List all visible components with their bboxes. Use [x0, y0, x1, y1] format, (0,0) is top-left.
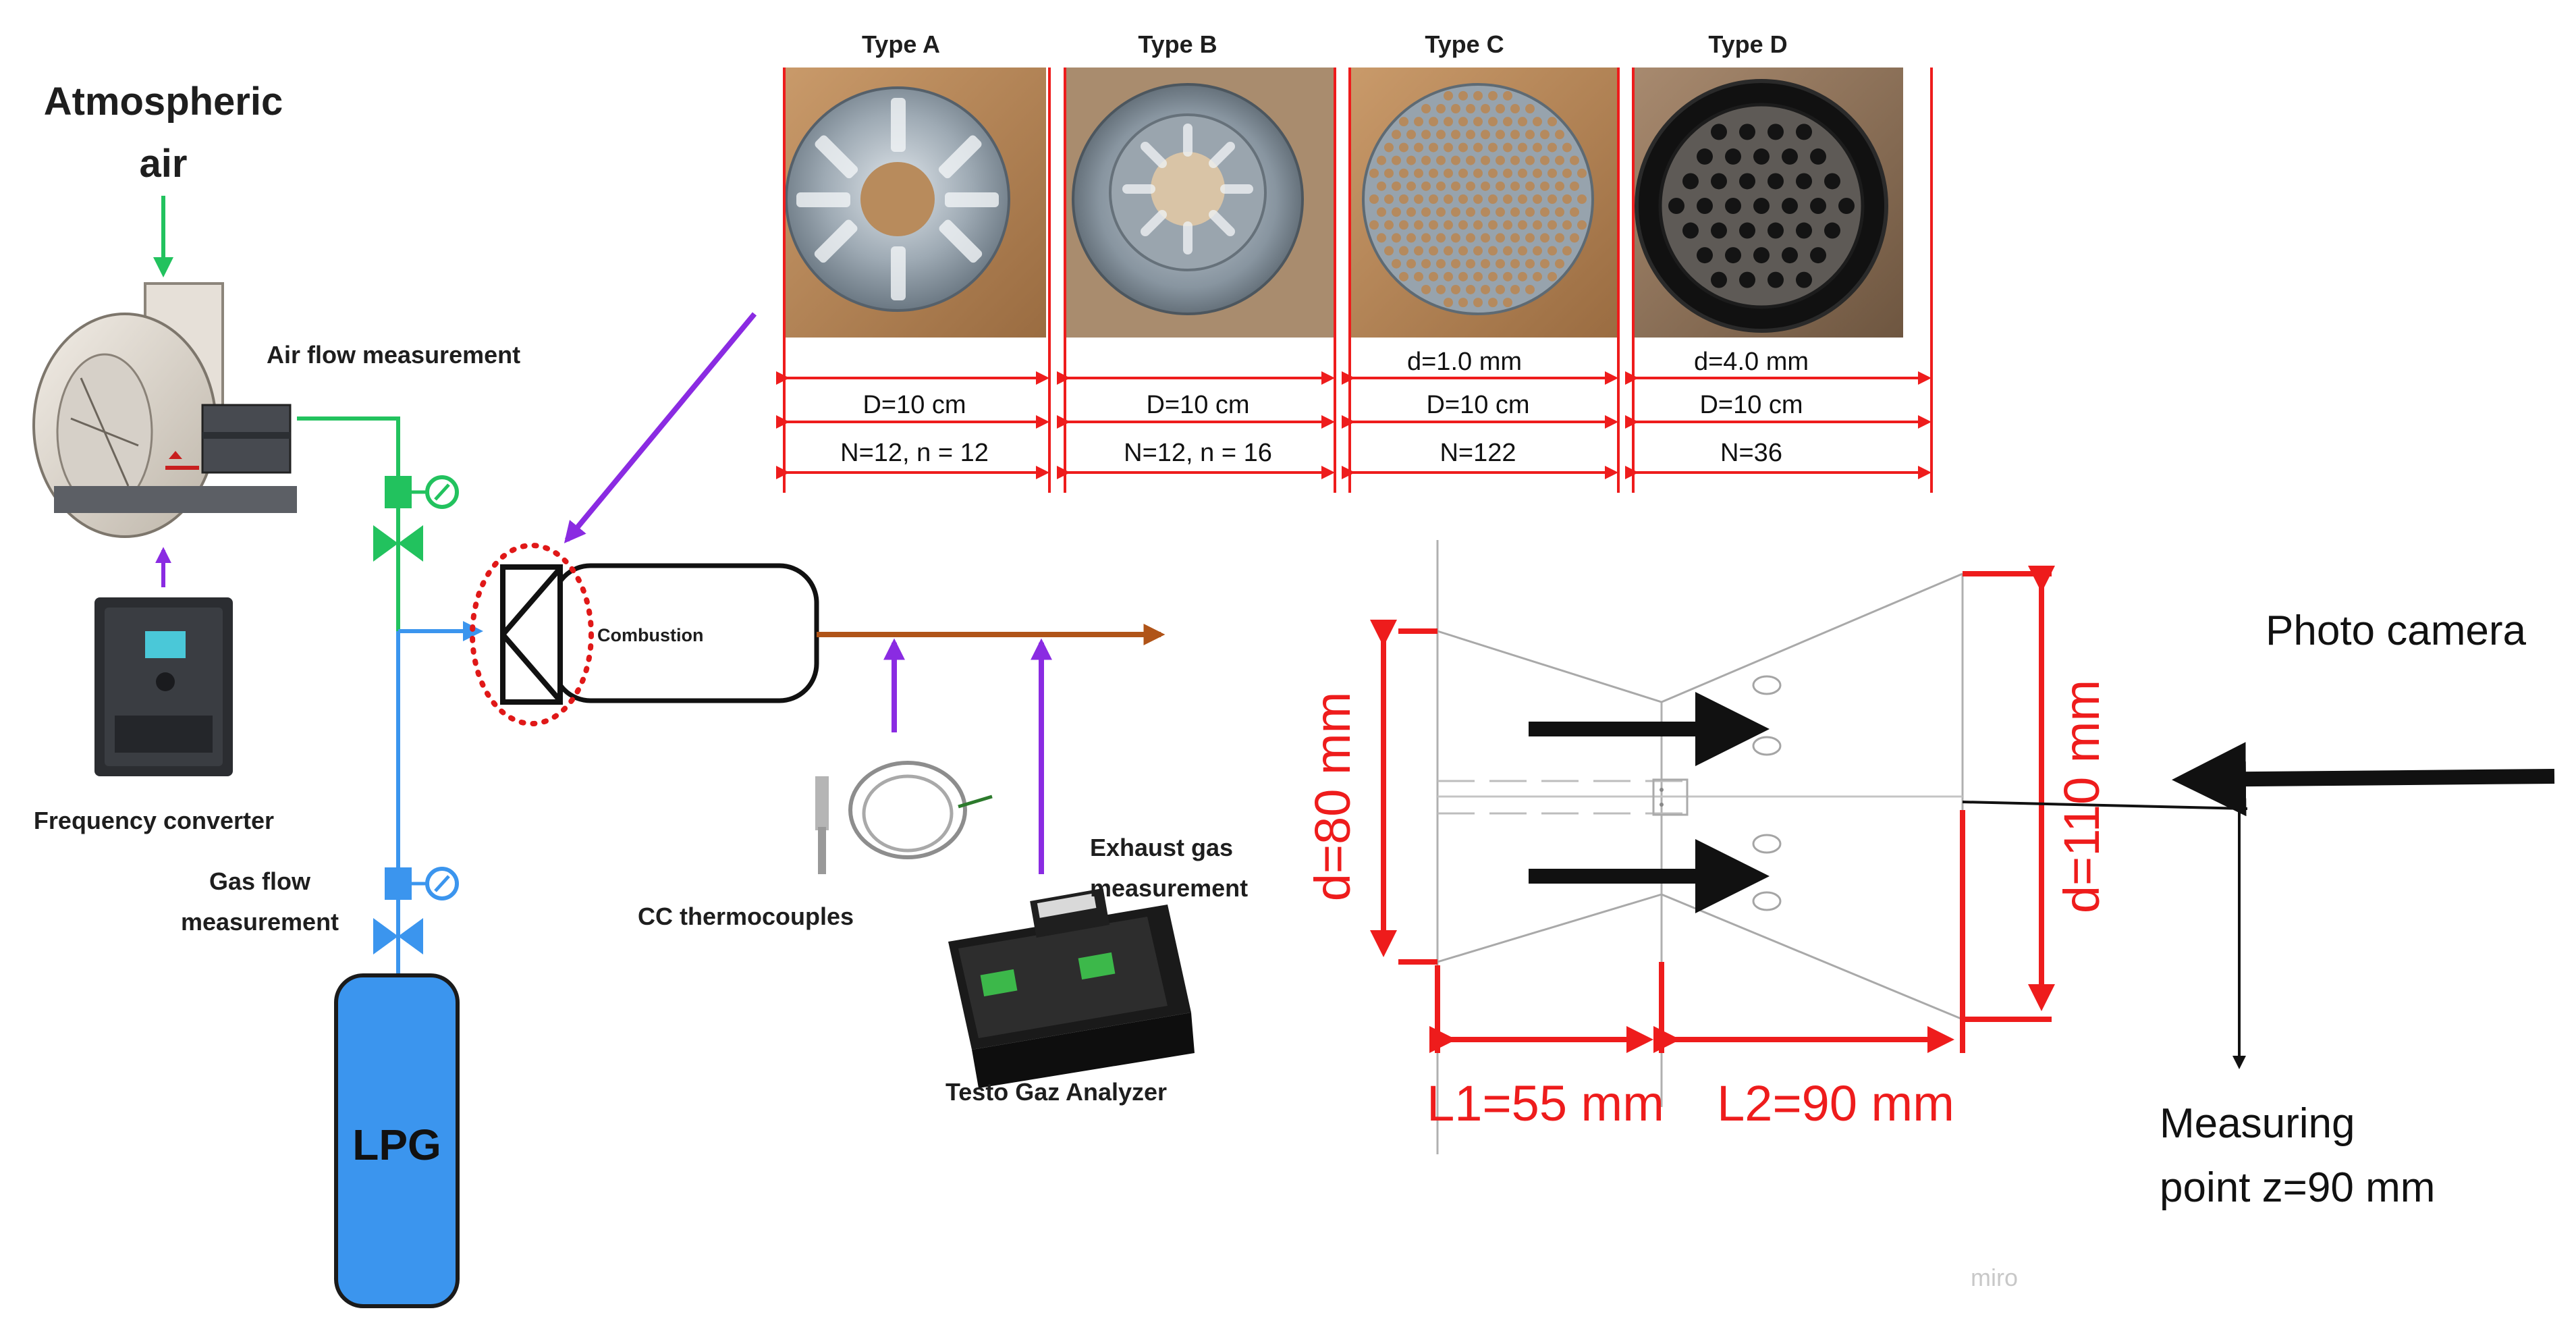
swirler-pointer-arrow [564, 312, 757, 543]
gas-flow-meter-icon [385, 867, 459, 900]
type-b-photo [1065, 68, 1335, 338]
cc-thermocouples-label: CC thermocouples [638, 903, 854, 930]
type-c-photo [1350, 68, 1620, 338]
type-b-diameter: D=10 cm [1146, 391, 1249, 419]
air-label: air [140, 142, 188, 186]
measuring-label: Measuring [2160, 1100, 2355, 1147]
type-b-count: N=12, n = 16 [1124, 439, 1272, 467]
type-d-photo [1633, 68, 1903, 338]
type-c-count: N=122 [1440, 439, 1516, 467]
type-c-title: Type C [1425, 30, 1504, 58]
frequency-converter-icon [94, 597, 233, 776]
atmospheric-label: Atmospheric [44, 80, 283, 124]
type-d-diameter: D=10 cm [1699, 391, 1803, 419]
swirler-highlight-circle [470, 543, 594, 726]
type-a-photo [784, 68, 1046, 338]
nozzle-geometry-drawing [1370, 540, 2555, 1154]
type-c-hole-diameter: d=1.0 mm [1407, 348, 1522, 376]
d80-label: d=80 mm [1305, 692, 1361, 902]
swirler-symbol [500, 564, 563, 705]
air-flow-label: Air flow measurement [267, 341, 520, 369]
type-d-hole-diameter: d=4.0 mm [1694, 348, 1809, 376]
l1-label: L1=55 mm [1427, 1075, 1664, 1131]
exhaust-gas-label-2: measurement [1090, 874, 1248, 902]
fan-blower-icon [32, 282, 297, 538]
type-d-count: N=36 [1720, 439, 1782, 467]
type-b-title: Type B [1138, 30, 1217, 58]
type-d-title: Type D [1708, 30, 1787, 58]
gas-flow-label: Gas flow [209, 867, 311, 895]
swirler-types-panel: Type A Type B Type C Type D [776, 30, 1933, 493]
type-c-diameter: D=10 cm [1426, 391, 1529, 419]
type-a-count: N=12, n = 12 [840, 439, 989, 467]
l2-label: L2=90 mm [1717, 1075, 1954, 1131]
photo-camera-label: Photo camera [2266, 608, 2527, 654]
measuring-point-label: point z=90 mm [2160, 1164, 2435, 1211]
lpg-label: LPG [352, 1121, 441, 1169]
frequency-converter-label: Frequency converter [34, 807, 274, 834]
gas-valve-icon [373, 918, 423, 954]
d110-label: d=110 mm [2054, 680, 2110, 913]
gas-analyzer-icon [948, 888, 1195, 1088]
miro-watermark: miro [1971, 1264, 2018, 1291]
thermocouple-icon [815, 761, 993, 874]
gas-flow-label-2: measurement [181, 908, 339, 936]
type-a-diameter: D=10 cm [862, 391, 966, 419]
air-flow-meter-icon [385, 475, 459, 509]
combustion-label: Combustion [597, 625, 703, 645]
air-valve-icon [373, 525, 423, 562]
air-line [297, 416, 400, 631]
exhaust-gas-label: Exhaust gas [1090, 834, 1233, 861]
type-a-title: Type A [862, 30, 940, 58]
lpg-tank-icon [334, 973, 460, 1308]
testo-label: Testo Gaz Analyzer [946, 1078, 1167, 1106]
